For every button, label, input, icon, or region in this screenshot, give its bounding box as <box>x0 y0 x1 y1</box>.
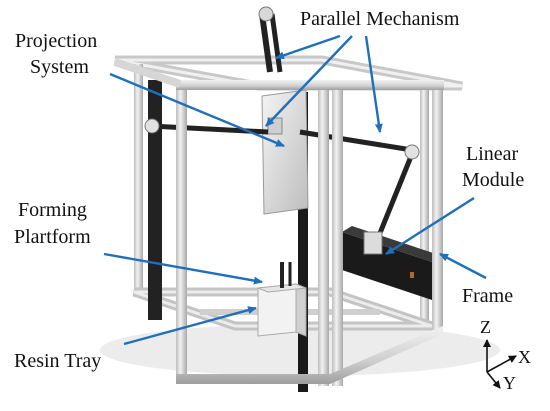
axis-z-label: Z <box>480 317 491 337</box>
parallel-rod-right-upper <box>299 129 413 153</box>
arrow-parallel-3 <box>364 35 383 133</box>
frame-post-back-right <box>420 88 429 324</box>
linear-rail-center <box>298 92 308 392</box>
frame-post-front-mid2 <box>332 86 343 386</box>
linear-module-beam <box>342 226 442 300</box>
frame-post-back-left <box>134 64 143 296</box>
frame-top <box>114 55 463 91</box>
arrow-linear <box>385 196 475 256</box>
arrow-forming <box>103 252 263 285</box>
frame-post-front-right <box>432 86 443 330</box>
parallel-rod-right-lower <box>375 153 415 239</box>
axis-y-label: Y <box>503 373 516 393</box>
label-parallel-mechanism: Parallel Mechanism <box>300 8 460 30</box>
label-frame: Frame <box>462 285 514 307</box>
axis-x-line <box>486 355 517 373</box>
label-projection-line2: System <box>30 56 89 78</box>
axis-y-line <box>486 371 501 389</box>
label-forming-line1: Forming <box>18 199 87 221</box>
linear-rail-left <box>148 80 162 320</box>
frame-post-front-mid <box>318 86 329 386</box>
label-projection-line1: Projection <box>15 30 98 52</box>
label-resin-tray: Resin Tray <box>14 350 102 372</box>
frame-post-front-left <box>176 84 187 380</box>
joint-left <box>144 118 160 134</box>
arrow-projection <box>109 72 285 148</box>
label-linear-line2: Module <box>462 169 525 191</box>
frame-side-top-left <box>113 58 182 88</box>
frame-front-bottom-bar <box>176 326 443 384</box>
axis-x-label: X <box>518 347 531 367</box>
axis-indicator <box>483 339 517 389</box>
label-forming-line2: Plartform <box>14 226 91 248</box>
resin-tray-model <box>257 262 307 337</box>
arrow-frame <box>439 252 487 280</box>
arrow-resin <box>123 306 257 346</box>
projection-plate <box>261 89 309 215</box>
frame-front-top-bar <box>176 80 444 90</box>
joint-right <box>404 144 420 160</box>
label-linear-line1: Linear <box>466 143 519 165</box>
callout-arrows <box>103 34 487 346</box>
parallel-mechanism-top-arm <box>258 6 283 73</box>
arrow-parallel-2 <box>265 35 353 127</box>
arrow-parallel-1 <box>275 34 341 60</box>
